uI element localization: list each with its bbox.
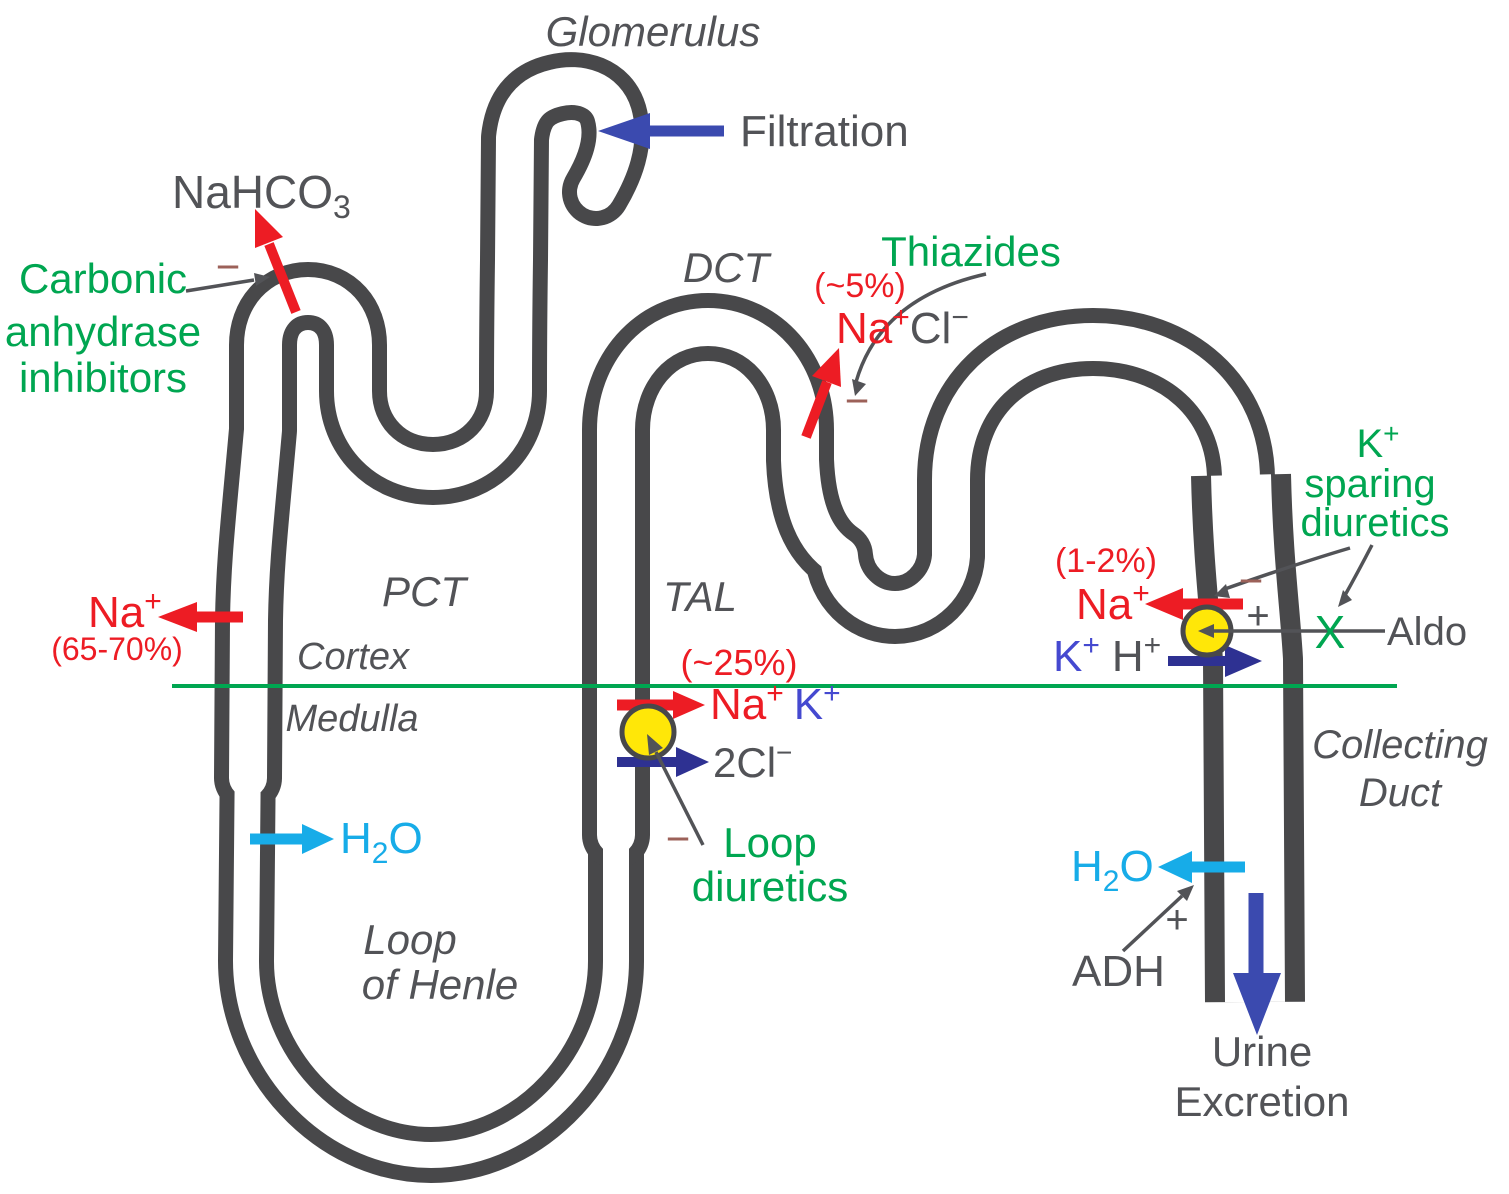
medulla-label: Medulla [285,698,418,740]
bicarbonate-reabsorption-arrow [255,209,301,314]
dct-label: DCT [683,244,773,291]
ksparing-line1: K+ [1356,418,1399,466]
urine-excretion-label: Urine Excretion [1174,1028,1349,1125]
water-descending-limb-arrow [250,824,334,854]
thiazides-label: Thiazides [881,228,1061,275]
loop-diuretics-label: Loop diuretics [692,819,848,910]
glomerulus-pct-segment-lumen [229,67,635,797]
loop-of-henle-line1: Loop [363,916,456,963]
nahco3-label: NaHCO3 [172,166,351,225]
tal-percentage-label: (~25%) [680,642,797,683]
adh-pointer-arrow [1121,885,1194,953]
pct-label: PCT [382,568,469,615]
potassium-hydrogen-secretion-arrow [1168,645,1262,677]
loop-of-henle-line2: of Henle [362,961,518,1008]
filtration-arrow [598,113,724,149]
tal-label: TAL [663,573,737,620]
cortex-label: Cortex [297,636,411,678]
carbonic-inhibition-minus-sign: − [216,243,241,290]
descending-water-label: H2O [340,814,423,870]
collecting-duct-line2: Duct [1359,771,1443,815]
urine-line2: Excretion [1174,1078,1349,1125]
cd-potassium-hydrogen-label: K+H+ [1053,629,1161,681]
adh-plus-sign: + [1165,898,1188,942]
aldosterone-signal-arrow [1198,624,1385,638]
water-collecting-duct-arrow [1158,851,1245,883]
carbonic-line1: Carbonic [19,255,187,302]
potassium-sparing-diuretics-label: K+ sparing diuretics [1301,418,1450,545]
thiazide-inhibition-minus-sign: − [845,377,870,424]
dct-nacl-label: Na+Cl− [836,301,969,353]
sodium-chloride-dct-arrow [801,348,841,439]
collecting-duct-segment-lumen [1211,474,1285,1003]
dct-percentage-label: (~5%) [814,267,906,305]
ksparing-line3: diuretics [1301,501,1450,545]
ksparing-pointer-arrow-1 [1214,546,1351,598]
aldo-label: Aldo [1387,610,1467,654]
ksparing-line2: sparing [1304,462,1435,506]
aldo-blocked-x-mark: X [1315,606,1346,658]
pointer-arrows [185,272,1385,953]
thiazide-pointer-arrow [852,272,987,396]
carbonic-line2: anhydrase [5,308,201,355]
urine-line1: Urine [1212,1028,1312,1075]
ksparing-pointer-arrow-2 [1338,544,1374,607]
filtration-label: Filtration [740,107,909,156]
loop-of-henle-label: Loop of Henle [362,916,518,1008]
nephron-tubule [214,52,1305,1183]
tal-chloride-label: 2Cl− [713,737,792,786]
transport-arrows [158,113,1281,1035]
carbonic-anhydrase-inhibitors-label: Carbonic anhydrase inhibitors [5,255,201,401]
adh-label: ADH [1072,947,1165,996]
tal-na-k-label: Na+K+ [710,677,841,729]
urine-excretion-arrow [1233,893,1281,1035]
cd-percentage-label: (1-2%) [1055,542,1157,580]
sodium-collecting-duct-arrow [1145,588,1243,620]
carbonic-line3: inhibitors [19,354,187,401]
loop-diuretic-pointer-arrow [647,734,705,846]
collecting-duct-line1: Collecting [1312,723,1488,767]
sodium-pct-arrow [158,602,243,632]
carbonic-inhibitor-pointer-arrow [185,273,270,293]
loop-diuretic-minus-sign: − [666,815,691,862]
tal-dct-segment-lumen [597,308,1260,854]
collecting-duct-label: Collecting Duct [1312,723,1488,815]
aldosterone-plus-sign: + [1246,594,1269,638]
glomerulus-label: Glomerulus [546,8,761,55]
ksparing-inhibition-minus-sign: − [1239,557,1264,604]
loop-of-henle-thin-segment-lumen [233,732,629,1168]
cd-water-label: H2O [1071,842,1154,898]
cd-sodium-label: Na+ [1076,577,1150,629]
pct-percentage-label: (65-70%) [51,631,183,667]
chloride-tal-arrow [617,747,709,777]
tal-na-k-2cl-transporter-icon [619,703,677,761]
loop-diuretics-line1: Loop [723,819,816,866]
loop-diuretics-line2: diuretics [692,863,848,910]
pct-sodium-label: Na+ [88,585,162,637]
